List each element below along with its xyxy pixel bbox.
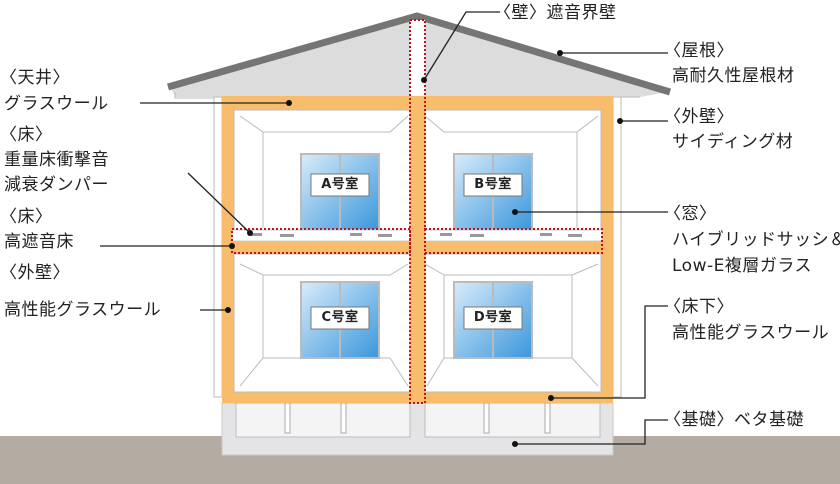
label-foundation: 〈基礎〉ベタ基礎 (664, 410, 804, 430)
label-floor-damper-head: 〈床〉 (0, 125, 53, 145)
room-label-a: A号室 (321, 177, 359, 192)
label-floor-damper-body1: 重量床衝撃音 (4, 150, 109, 170)
room-label-d: D号室 (473, 310, 513, 325)
leader-lines (100, 11, 668, 445)
label-roof-body: 高耐久性屋根材 (672, 66, 795, 86)
room-label-boxes (310, 173, 523, 330)
acoustic-outline (231, 19, 603, 404)
label-floor-body: 高遮音床 (4, 232, 74, 252)
label-ceiling-body: グラスウール (4, 94, 109, 114)
label-ceiling-head: 〈天井〉 (0, 68, 70, 88)
label-outer-wall-left-head: 〈外壁〉 (0, 263, 70, 283)
label-outer-wall-right-head: 〈外壁〉 (664, 107, 734, 127)
room-label-b: B号室 (474, 177, 512, 192)
roof (167, 12, 672, 96)
leader-dots (225, 50, 623, 447)
label-floor-damper-body2: 減衰ダンパー (4, 175, 109, 195)
label-floor-head: 〈床〉 (0, 207, 53, 227)
party-wall (410, 96, 425, 403)
label-outer-wall-left-body: 高性能グラスウール (4, 300, 162, 320)
label-outer-wall-right-body: サイディング材 (672, 132, 794, 152)
label-window-head: 〈窓〉 (664, 204, 717, 224)
label-wall: 〈壁〉遮音界壁 (494, 3, 617, 23)
label-window-body1: ハイブリッドサッシ＆ (672, 230, 840, 250)
floor-supports (284, 402, 551, 434)
label-window-body2: Low-E複層ガラス (672, 256, 813, 276)
label-underfloor-head: 〈床下〉 (664, 297, 734, 317)
siding-right (612, 96, 622, 398)
label-underfloor-body: 高性能グラスウール (672, 323, 830, 343)
room-label-c: C号室 (321, 310, 359, 325)
dampers (250, 233, 582, 237)
label-roof-head: 〈屋根〉 (664, 41, 734, 61)
siding-left (213, 96, 223, 398)
